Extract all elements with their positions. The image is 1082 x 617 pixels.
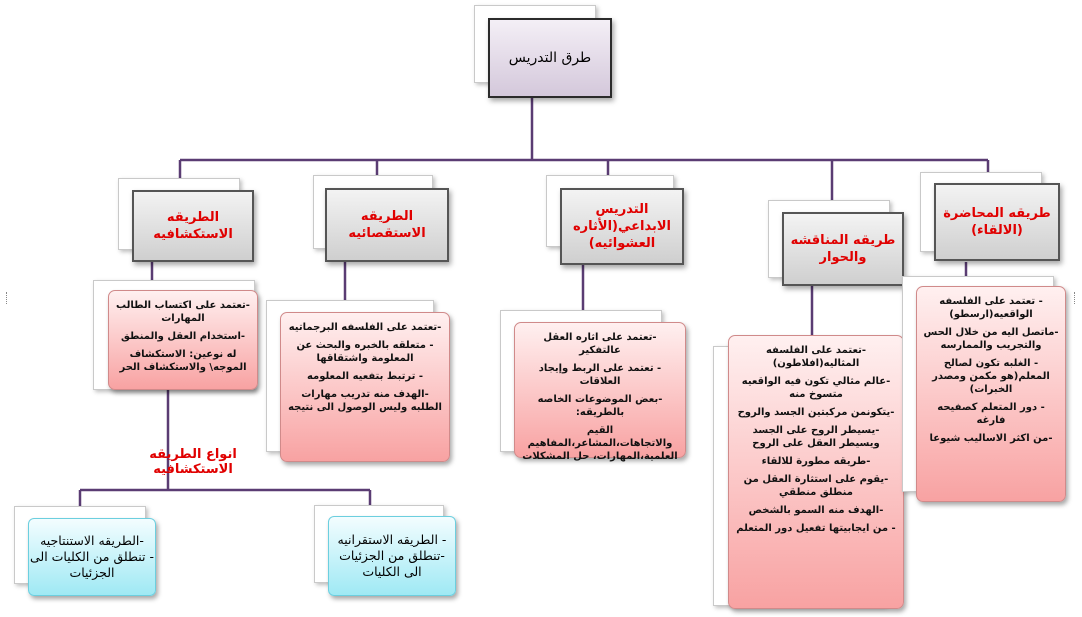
detail-creative-line-1: -تعتمد على اثاره العقل عالتفكير [543, 332, 657, 356]
detail-lecture-line-2: -ماتصل اليه من خلال الحس والتجريب والمما… [923, 327, 1059, 351]
method-inquiry-title: الطريقه الاستقصائيه [348, 209, 426, 241]
detail-lecture: - تعتمد على الفلسفه الواقعيه(ارسطو) -مات… [916, 286, 1066, 502]
method-lecture-title: طريقه المحاضرة (الالقاء) [943, 206, 1051, 238]
detail-lecture-line-3: - الغلبه تكون لصالح المعلم(هو مكمن ومصدر… [932, 358, 1050, 395]
method-discovery: الطريقه الاستكشافيه [132, 190, 254, 262]
detail-discussion-line-8: - من ايجابيتها تفعيل دور المتعلم [736, 523, 896, 534]
detail-discussion-line-4: -يسيطر الروح على الجسد ويسيطر العقل على … [752, 425, 880, 449]
left-resize-handle[interactable] [6, 292, 10, 304]
method-discovery-title: الطريقه الاستكشافيه [153, 210, 233, 242]
detail-creative-line-4: القيم والاتجاهات،المشاعر،المفاهيم العلمي… [522, 425, 678, 462]
right-resize-handle[interactable] [1074, 292, 1078, 304]
root-node: طرق التدريس [488, 18, 612, 98]
type-inductive: - الطريقه الاستقرانيه -تنطلق من الجزئيات… [328, 516, 456, 596]
method-inquiry: الطريقه الاستقصائيه [325, 188, 449, 262]
type-deductive-line-2: - تنطلق من الكليات الى الجزئيات [29, 549, 155, 580]
method-lecture: طريقه المحاضرة (الالقاء) [934, 183, 1060, 261]
detail-creative-line-3: -بعض الموضوعات الخاصه بالطريقه: [537, 394, 663, 418]
method-discussion: طريقه المناقشه والحوار [782, 212, 904, 286]
type-inductive-line-2: -تنطلق من الجزئيات الى الكليات [339, 548, 445, 579]
detail-discussion-line-2: -عالم مثالي تكون فيه الواقعيه متسوخ منه [741, 376, 891, 400]
detail-discussion-line-5: -طريقه مطورة للالقاء [761, 456, 871, 467]
method-discussion-title: طريقه المناقشه والحوار [790, 233, 896, 265]
detail-creative-line-2: - تعتمد على الربط وإيجاد العلاقات [538, 363, 662, 387]
detail-discussion-line-1: -تعتمد على الفلسفه المثاليه(افلاطون) [765, 345, 866, 369]
detail-inquiry-line-4: -الهدف منه تدريب مهارات الطلبه وليس الوص… [288, 389, 442, 413]
detail-creative: -تعتمد على اثاره العقل عالتفكير - تعتمد … [514, 322, 686, 462]
type-deductive: -الطريقه الاستنتاجيه - تنطلق من الكليات … [28, 518, 156, 596]
type-deductive-line-1: -الطريقه الاستنتاجيه [40, 533, 144, 548]
detail-discussion-line-7: -الهدف منه السمو بالشخص [748, 505, 884, 516]
detail-discovery-line-1: -تعتمد على اكتساب الطالب المهارات [116, 300, 250, 324]
detail-inquiry-line-3: - ترتبط بتفعيه المعلومه [306, 371, 424, 382]
detail-discovery: -تعتمد على اكتساب الطالب المهارات -استخد… [108, 290, 258, 390]
detail-discussion-line-6: -يقوم على استثارة العقل من منطلق منطقي [743, 474, 889, 498]
detail-inquiry-line-1: -تعتمد على الفلسفه البرجماتيه [288, 322, 442, 333]
detail-discovery-line-3: له نوعين: الاستكشاف الموجه\ والاستكشاف ا… [119, 349, 247, 373]
method-creative: التدريس الابداعي(الأثاره العشوائيه) [560, 188, 684, 265]
method-creative-title: التدريس الابداعي(الأثاره العشوائيه) [572, 202, 671, 251]
detail-discussion: -تعتمد على الفلسفه المثاليه(افلاطون) -عا… [728, 335, 904, 609]
discovery-types-label: انواع الطريقه الاستكشافيه [149, 447, 237, 477]
type-inductive-line-1: - الطريقه الاستقرانيه [337, 532, 447, 547]
root-label: طرق التدريس [508, 50, 592, 66]
detail-inquiry-line-2: - متعلقه بالخبره والبحث عن المعلومة واشت… [296, 340, 434, 364]
detail-discovery-line-2: -استخدام العقل والمنطق [120, 331, 246, 342]
detail-discussion-line-3: -يتكونمن مركبتين الجسد والروح [737, 407, 895, 418]
detail-lecture-line-5: -من اكثر الاساليب شيوعا [929, 433, 1053, 444]
detail-inquiry: -تعتمد على الفلسفه البرجماتيه - متعلقه ب… [280, 312, 450, 462]
detail-lecture-line-1: - تعتمد على الفلسفه الواقعيه(ارسطو) [939, 296, 1043, 320]
detail-lecture-line-4: - دور المتعلم كصفيحه فارغه [937, 402, 1045, 426]
